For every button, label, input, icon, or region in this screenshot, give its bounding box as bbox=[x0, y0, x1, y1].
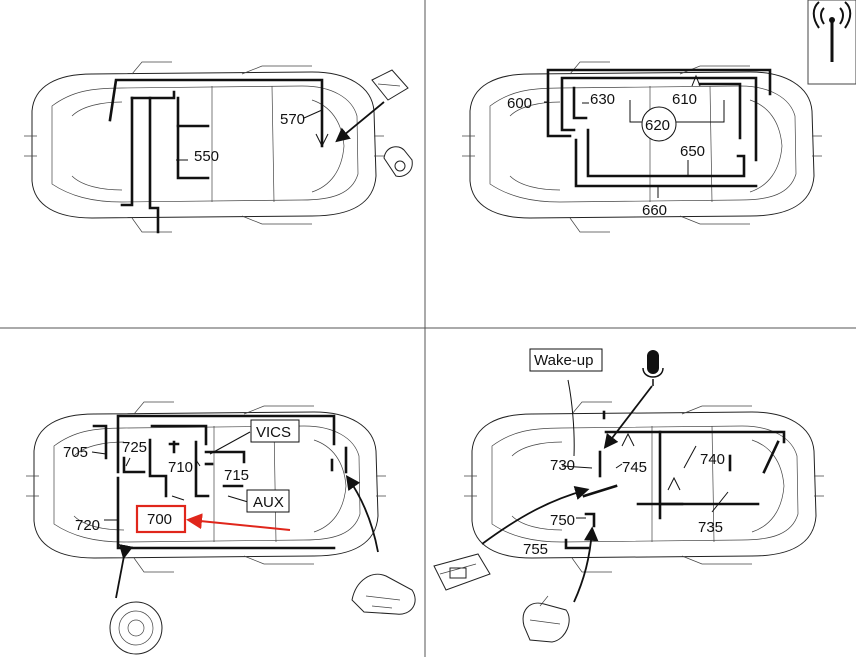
label-600: 600 bbox=[507, 95, 532, 112]
label-620: 620 bbox=[645, 117, 670, 134]
control-module-part bbox=[371, 69, 409, 101]
label-730: 730 bbox=[550, 457, 575, 474]
car-outline bbox=[23, 61, 385, 233]
pointer-arrow bbox=[115, 544, 134, 599]
harness-730-755 bbox=[561, 379, 786, 550]
pointer-arrow bbox=[573, 526, 599, 603]
label-715: 715 bbox=[224, 467, 249, 484]
label-610: 610 bbox=[672, 91, 697, 108]
display-unit-part bbox=[522, 595, 570, 643]
harness-700-725 bbox=[91, 414, 348, 550]
highlight-arrow bbox=[186, 513, 291, 531]
pointer-arrow bbox=[345, 475, 379, 553]
label-750: 750 bbox=[550, 512, 575, 529]
pointer-arrow bbox=[603, 385, 653, 449]
aux-box: AUX bbox=[246, 489, 290, 513]
label-735: 735 bbox=[698, 519, 723, 536]
panel-bottom-right: Wake-up bbox=[433, 348, 825, 643]
label-740: 740 bbox=[700, 451, 725, 468]
label-630: 630 bbox=[590, 91, 615, 108]
label-550: 550 bbox=[194, 148, 219, 165]
pointer-arrow bbox=[335, 101, 385, 143]
label-660: 660 bbox=[642, 202, 667, 219]
connector-part bbox=[383, 146, 413, 177]
wakeup-label: Wake-up bbox=[534, 352, 593, 369]
speaker-part bbox=[109, 601, 163, 655]
label-745: 745 bbox=[622, 459, 647, 476]
panel-top-left: 550 570 bbox=[23, 61, 413, 234]
vics-box: VICS bbox=[250, 419, 300, 443]
mirror-unit-part bbox=[351, 573, 416, 615]
highlight-700-box bbox=[135, 504, 187, 534]
microphone-icon bbox=[642, 350, 664, 386]
panel-bottom-left: VICS AUX 700 705 710 715 720 725 bbox=[25, 401, 416, 655]
label-705: 705 bbox=[63, 444, 88, 461]
car-outline bbox=[463, 401, 825, 573]
vics-label: VICS bbox=[256, 424, 291, 441]
panel-top-right: 600 610 620 630 650 660 bbox=[461, 0, 856, 233]
label-710: 710 bbox=[168, 459, 193, 476]
harness-550-570 bbox=[108, 78, 329, 234]
label-570: 570 bbox=[280, 111, 305, 128]
label-720: 720 bbox=[75, 517, 100, 534]
aux-label: AUX bbox=[253, 494, 284, 511]
label-700: 700 bbox=[147, 511, 172, 528]
head-unit-part bbox=[433, 553, 491, 591]
antenna-icon bbox=[807, 0, 856, 85]
label-725: 725 bbox=[122, 439, 147, 456]
pointer-arrow bbox=[481, 485, 590, 545]
harness-600-660 bbox=[544, 68, 772, 198]
wakeup-box: Wake-up bbox=[529, 348, 603, 372]
label-650: 650 bbox=[680, 143, 705, 160]
label-755: 755 bbox=[523, 541, 548, 558]
